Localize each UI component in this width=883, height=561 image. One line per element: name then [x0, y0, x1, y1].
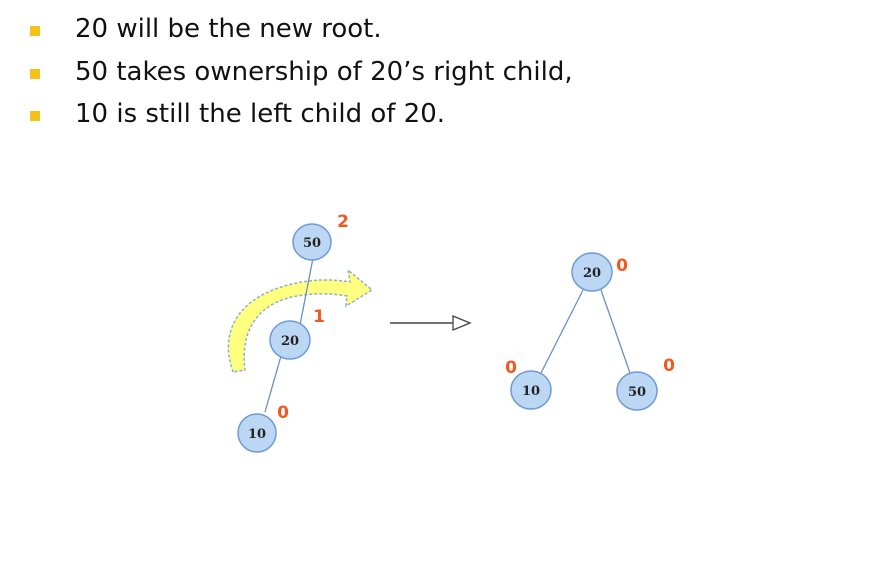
bullet-text: 20 will be the new root. — [75, 14, 382, 44]
tree-node-10-after: 10 0 — [505, 358, 552, 410]
tree-node-50-before: 50 2 — [292, 212, 349, 261]
tree-edge — [539, 289, 584, 376]
tree-node-10-before: 10 0 — [237, 403, 289, 453]
node-label: 10 — [248, 427, 266, 442]
tree-edge — [299, 257, 314, 326]
node-label: 20 — [583, 266, 601, 281]
balance-factor: 2 — [337, 212, 349, 232]
balance-factor: 1 — [313, 307, 325, 327]
balance-factor: 0 — [277, 403, 289, 423]
bullet-text: 10 is still the left child of 20. — [75, 99, 446, 129]
balance-factor: 0 — [616, 256, 628, 276]
node-label: 50 — [628, 385, 646, 400]
node-label: 20 — [281, 334, 299, 349]
tree-edge — [600, 289, 631, 374]
node-label: 50 — [303, 236, 321, 251]
square-bullet-icon — [30, 69, 40, 79]
node-label: 10 — [522, 384, 540, 399]
tree-edge — [264, 355, 282, 413]
rotation-arrow-icon — [227, 268, 374, 373]
balance-factor: 0 — [505, 358, 517, 378]
tree-node-20-before: 20 1 — [269, 307, 325, 360]
balance-factor: 0 — [663, 356, 675, 376]
bullet-text: 50 takes ownership of 20’s right child, — [75, 57, 573, 87]
tree-node-20-after: 20 0 — [571, 252, 628, 292]
transition-arrow-icon — [390, 315, 472, 331]
tree-node-50-after: 50 0 — [616, 356, 675, 411]
square-bullet-icon — [30, 26, 40, 36]
square-bullet-icon — [30, 111, 40, 121]
